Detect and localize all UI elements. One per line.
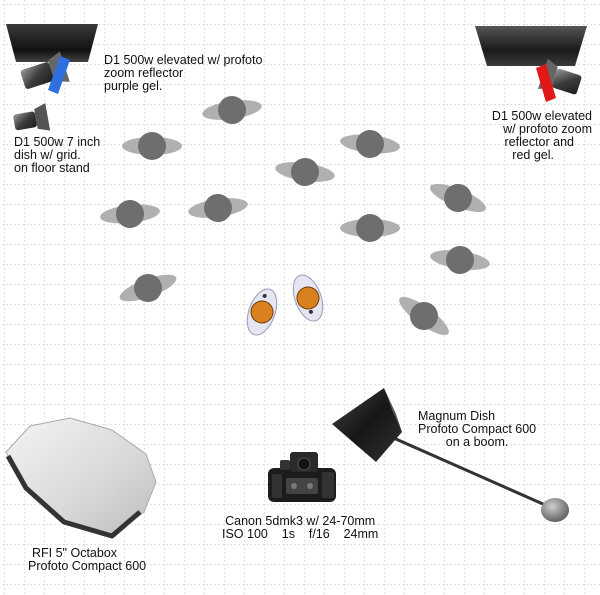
person-figure [119, 274, 177, 302]
label-line: Magnum Dish [418, 409, 496, 423]
person-figure [399, 296, 449, 336]
top-right-softbox [475, 26, 587, 66]
person-figure [188, 194, 248, 222]
camera-icon [268, 452, 336, 502]
octabox-label: RFI 5" Octabox Profoto Compact 600 [28, 547, 146, 573]
person-figure [430, 246, 490, 274]
label-line: reflector and [504, 135, 574, 149]
person-figure [429, 184, 487, 212]
label-line: D1 500w elevated [491, 109, 592, 123]
label-line: purple gel. [104, 79, 163, 93]
person-figure [275, 158, 335, 186]
label-line: zoom reflector [104, 66, 184, 80]
person-figure [122, 132, 182, 160]
label-line: Profoto Compact 600 [28, 559, 147, 573]
person-figure [340, 130, 400, 158]
label-line: on floor stand [14, 161, 90, 175]
boom-counterweight [541, 498, 569, 522]
purple-gel [48, 56, 70, 94]
left-dish-light-label: D1 500w 7 inch dish w/ grid. on floor st… [14, 136, 100, 175]
label-line: on a boom. [445, 435, 509, 449]
label-line: Profoto Compact 600 [418, 422, 537, 436]
top-left-light-label: D1 500w elevated w/ profoto zoom reflect… [104, 54, 262, 93]
label-line: D1 500w elevated w/ profoto [104, 53, 263, 67]
label-line: Canon 5dmk3 w/ 24-70mm [225, 514, 376, 528]
person-figure [340, 214, 400, 242]
label-line: RFI 5" Octabox [32, 546, 118, 560]
person-figure [100, 200, 160, 228]
person-figure [202, 96, 262, 124]
label-line: D1 500w 7 inch [14, 135, 101, 149]
audience-figures [100, 96, 490, 336]
label-line: ISO 100 1s f/16 24mm [222, 527, 379, 541]
label-line: red gel. [512, 148, 554, 162]
top-left-softbox [6, 24, 98, 62]
subject-left [246, 288, 278, 336]
label-line: dish w/ grid. [14, 148, 81, 162]
magnum-dish-label: Magnum Dish Profoto Compact 600 on a boo… [418, 410, 536, 449]
left-dish-light-head [13, 103, 51, 131]
red-gel [536, 64, 556, 102]
subject-right [292, 274, 324, 322]
top-right-light-label: D1 500w elevated w/ profoto zoom reflect… [492, 110, 592, 162]
label-line: w/ profoto zoom [503, 122, 592, 136]
camera-label: Canon 5dmk3 w/ 24-70mm ISO 100 1s f/16 2… [222, 515, 378, 541]
magnum-dish [332, 388, 402, 462]
boom-arm [379, 430, 553, 510]
octabox-edge [5, 454, 142, 539]
